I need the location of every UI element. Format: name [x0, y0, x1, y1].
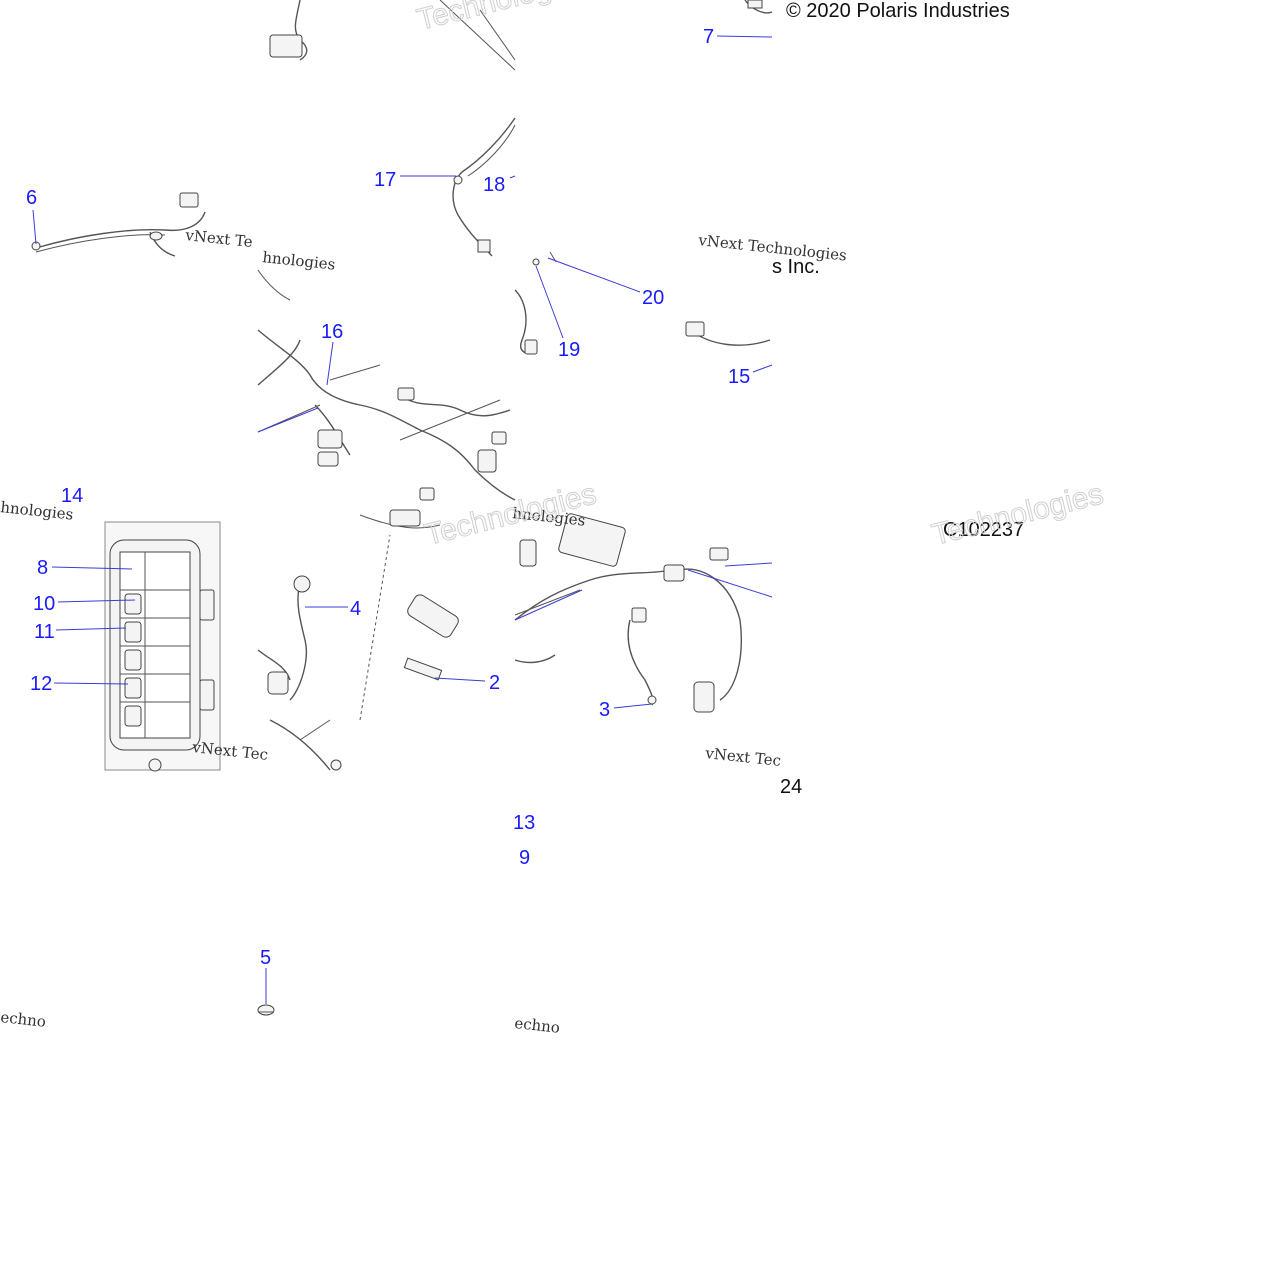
- copyright-text: © 2020 Polaris Industries: [786, 0, 1010, 22]
- callout-24: 24: [780, 776, 802, 798]
- callout-7: 7: [703, 26, 714, 48]
- callout-4: 4: [350, 598, 361, 620]
- tile-harness-17-18: [452, 117, 516, 257]
- callout-10: 10: [33, 593, 55, 615]
- callout-15: 15: [728, 366, 750, 388]
- watermark-large-1: Technologies: [414, 0, 592, 37]
- callout-3: 3: [599, 699, 610, 721]
- callout-18: 18: [483, 174, 505, 196]
- tile-harness-left: [31, 192, 206, 257]
- tile-part-5: [257, 1004, 275, 1016]
- tile-harness-19-20: [514, 251, 771, 355]
- watermark-fragment-5: echno: [514, 1014, 561, 1037]
- tile-ecu-harness: [514, 513, 742, 713]
- watermark-brand-1: vNext Te: [184, 226, 254, 251]
- callout-20: 20: [642, 287, 664, 309]
- callout-2: 2: [489, 672, 500, 694]
- tile-harness-top: [269, 0, 516, 71]
- watermark-fragment-4: echno: [0, 1008, 47, 1031]
- callout-13: 13: [513, 812, 535, 834]
- callout-12: 12: [30, 673, 52, 695]
- callout-8: 8: [37, 557, 48, 579]
- callout-5: 5: [260, 947, 271, 969]
- tile-harness-7: [744, 0, 773, 14]
- tile-fuse-box: [104, 521, 221, 772]
- tile-main-harness: [257, 269, 516, 529]
- callout-9: 9: [519, 847, 530, 869]
- watermark-brand-4: vNext Tec: [704, 744, 782, 770]
- callout-14: 14: [61, 485, 83, 507]
- callout-17: 17: [374, 169, 396, 191]
- tile-harness-4: [257, 534, 391, 771]
- figure-code: C102237: [943, 519, 1024, 541]
- leader-lines: [32, 35, 773, 1004]
- watermarks: vNext Te vNext Technologies vNext Tec vN…: [0, 0, 1107, 1037]
- callout-11: 11: [34, 621, 55, 643]
- callout-19: 19: [558, 339, 580, 361]
- callout-6: 6: [26, 187, 37, 209]
- copyright-tail: s Inc.: [772, 256, 820, 278]
- watermark-fragment-1: hnologies: [262, 248, 337, 274]
- tile-parts-2: [403, 594, 459, 681]
- callout-labels: 6 7 17 18 20 19 16 15 14 8 10 11 12 4 2 …: [26, 26, 802, 969]
- callout-16: 16: [321, 321, 343, 343]
